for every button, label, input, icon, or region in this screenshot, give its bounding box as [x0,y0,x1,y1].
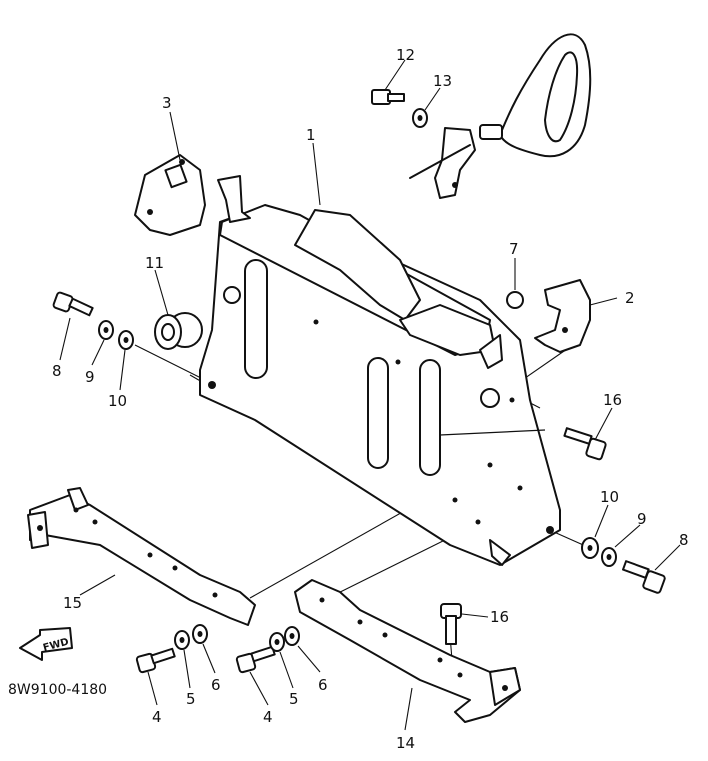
callout-15: 15 [63,594,82,612]
callout-10-left: 10 [108,392,127,410]
left-lower-lock-washer [174,630,190,650]
right-bolt [622,560,666,594]
forward-arrow-icon: FWD [19,627,73,661]
callout-14: 14 [396,734,415,752]
right-stay-bar [294,579,521,723]
callout-16-right: 16 [603,391,622,409]
callout-1: 1 [306,126,316,144]
right-lock-washer [601,547,617,567]
middle-lower-lock-washer [269,632,285,652]
callout-5-middle: 5 [289,690,299,708]
callout-4-left: 4 [152,708,162,726]
left-mount-bracket [134,154,206,236]
callout-2: 2 [625,289,635,307]
main-bracket [199,175,561,566]
callout-5-left: 5 [186,690,196,708]
callout-labels: 1 2 3 4 4 5 5 6 6 7 8 8 9 9 10 10 11 12 … [52,46,689,752]
callout-8-right: 8 [679,531,689,549]
callout-9-right: 9 [637,510,647,528]
callout-7: 7 [509,240,519,258]
lower-flange-bolt [440,603,462,645]
callout-10-right: 10 [600,488,619,506]
callout-3: 3 [162,94,172,112]
left-stay-bar [27,487,256,626]
callout-6-left: 6 [211,676,221,694]
diagram-code: 8W9100-4180 [8,682,107,698]
upper-bolt [371,89,405,105]
left-bolt [52,291,94,317]
leader-lines [59,59,681,731]
rubber-mount [154,312,203,350]
right-flat-washer [581,537,599,559]
left-lower-flat-washer [192,624,208,644]
nut [506,291,524,309]
handle-assembly [409,33,592,199]
callout-13: 13 [433,72,452,90]
middle-lower-flat-washer [284,626,300,646]
callout-6-middle: 6 [318,676,328,694]
left-lock-washer [98,320,114,340]
upper-washer [412,108,428,128]
callout-16-lower: 16 [490,608,509,626]
callout-11: 11 [145,254,164,272]
right-mount-bracket [534,279,591,353]
right-flange-bolt [563,427,607,461]
middle-lower-bolt [235,645,276,674]
callout-8-left: 8 [52,362,62,380]
callout-12: 12 [396,46,415,64]
left-lower-bolt [135,647,176,674]
callout-9-left: 9 [85,368,95,386]
left-flat-washer [118,330,134,350]
callout-4-middle: 4 [263,708,273,726]
